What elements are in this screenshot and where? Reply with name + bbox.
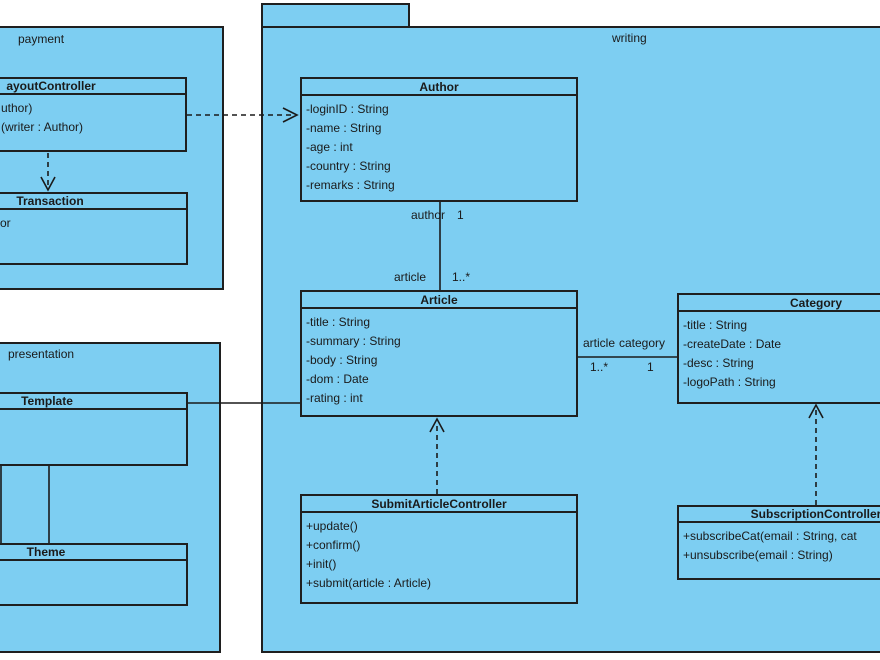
package-payment-label: payment bbox=[18, 32, 65, 46]
class-template[interactable]: Template bbox=[0, 392, 188, 466]
class-member: -createDate : Date bbox=[683, 337, 782, 351]
class-payout-controller-title: ayoutController bbox=[0, 79, 185, 95]
class-member: -age : int bbox=[306, 140, 353, 154]
role-label-category: category bbox=[619, 336, 666, 350]
class-member: -country : String bbox=[306, 159, 391, 173]
class-category[interactable]: Category -title : String -createDate : D… bbox=[677, 293, 880, 404]
class-member: -body : String bbox=[306, 353, 378, 367]
class-article[interactable]: Article -title : String -summary : Strin… bbox=[300, 290, 578, 417]
class-member: +submit(article : Article) bbox=[306, 576, 432, 590]
role-label-author: author bbox=[411, 208, 446, 222]
multiplicity-article-vertical: 1..* bbox=[452, 270, 471, 284]
class-member: -title : String bbox=[306, 315, 371, 329]
class-member: -remarks : String bbox=[306, 178, 395, 192]
multiplicity-article-horizontal: 1..* bbox=[590, 360, 609, 374]
role-label-article-vertical: article bbox=[394, 270, 427, 284]
class-payout-controller[interactable]: ayoutController uthor) (writer : Author) bbox=[0, 77, 187, 152]
class-member: (writer : Author) bbox=[1, 120, 84, 134]
class-member: -dom : Date bbox=[306, 372, 369, 386]
class-theme-title: Theme bbox=[0, 545, 186, 561]
dependency-payment-to-author[interactable] bbox=[187, 107, 299, 123]
class-submit-article-controller-title: SubmitArticleController bbox=[302, 496, 576, 513]
class-transaction-title: Transaction bbox=[0, 194, 186, 210]
class-transaction[interactable]: Transaction or bbox=[0, 192, 188, 265]
multiplicity-category: 1 bbox=[647, 360, 654, 374]
class-member: or bbox=[0, 216, 11, 230]
class-template-title: Template bbox=[0, 394, 186, 410]
class-category-title: Category bbox=[679, 295, 880, 312]
dependency-subscriptioncontroller-to-category[interactable] bbox=[808, 403, 824, 505]
class-submit-article-controller[interactable]: SubmitArticleController +update() +confi… bbox=[300, 494, 578, 604]
class-member: -title : String bbox=[683, 318, 748, 332]
class-member: +unsubscribe(email : String) bbox=[683, 548, 833, 562]
class-subscription-controller[interactable]: SubscriptionController +subscribeCat(ema… bbox=[677, 505, 880, 580]
class-member: -loginID : String bbox=[306, 102, 389, 116]
class-member: +subscribeCat(email : String, cat bbox=[683, 529, 857, 543]
dependency-submitcontroller-to-article[interactable] bbox=[429, 417, 445, 494]
class-member: uthor) bbox=[1, 101, 33, 115]
package-writing-label: writing bbox=[612, 31, 647, 45]
class-subscription-controller-title: SubscriptionController bbox=[679, 507, 880, 523]
class-member: +init() bbox=[306, 557, 337, 571]
class-member: -logoPath : String bbox=[683, 375, 776, 389]
class-article-title: Article bbox=[302, 292, 576, 309]
package-presentation-label: presentation bbox=[8, 347, 75, 361]
class-member: +update() bbox=[306, 519, 358, 533]
dependency-controller-to-transaction[interactable] bbox=[40, 153, 56, 192]
class-member: -summary : String bbox=[306, 334, 401, 348]
class-theme[interactable]: Theme bbox=[0, 543, 188, 606]
class-author-title: Author bbox=[302, 79, 576, 96]
multiplicity-author: 1 bbox=[457, 208, 464, 222]
package-writing-tab[interactable] bbox=[261, 3, 410, 28]
class-member: -rating : int bbox=[306, 391, 363, 405]
class-author[interactable]: Author -loginID : String -name : String … bbox=[300, 77, 578, 202]
role-label-article-horizontal: article bbox=[583, 336, 616, 350]
class-member: -name : String bbox=[306, 121, 382, 135]
class-member: -desc : String bbox=[683, 356, 754, 370]
class-member: +confirm() bbox=[306, 538, 361, 552]
